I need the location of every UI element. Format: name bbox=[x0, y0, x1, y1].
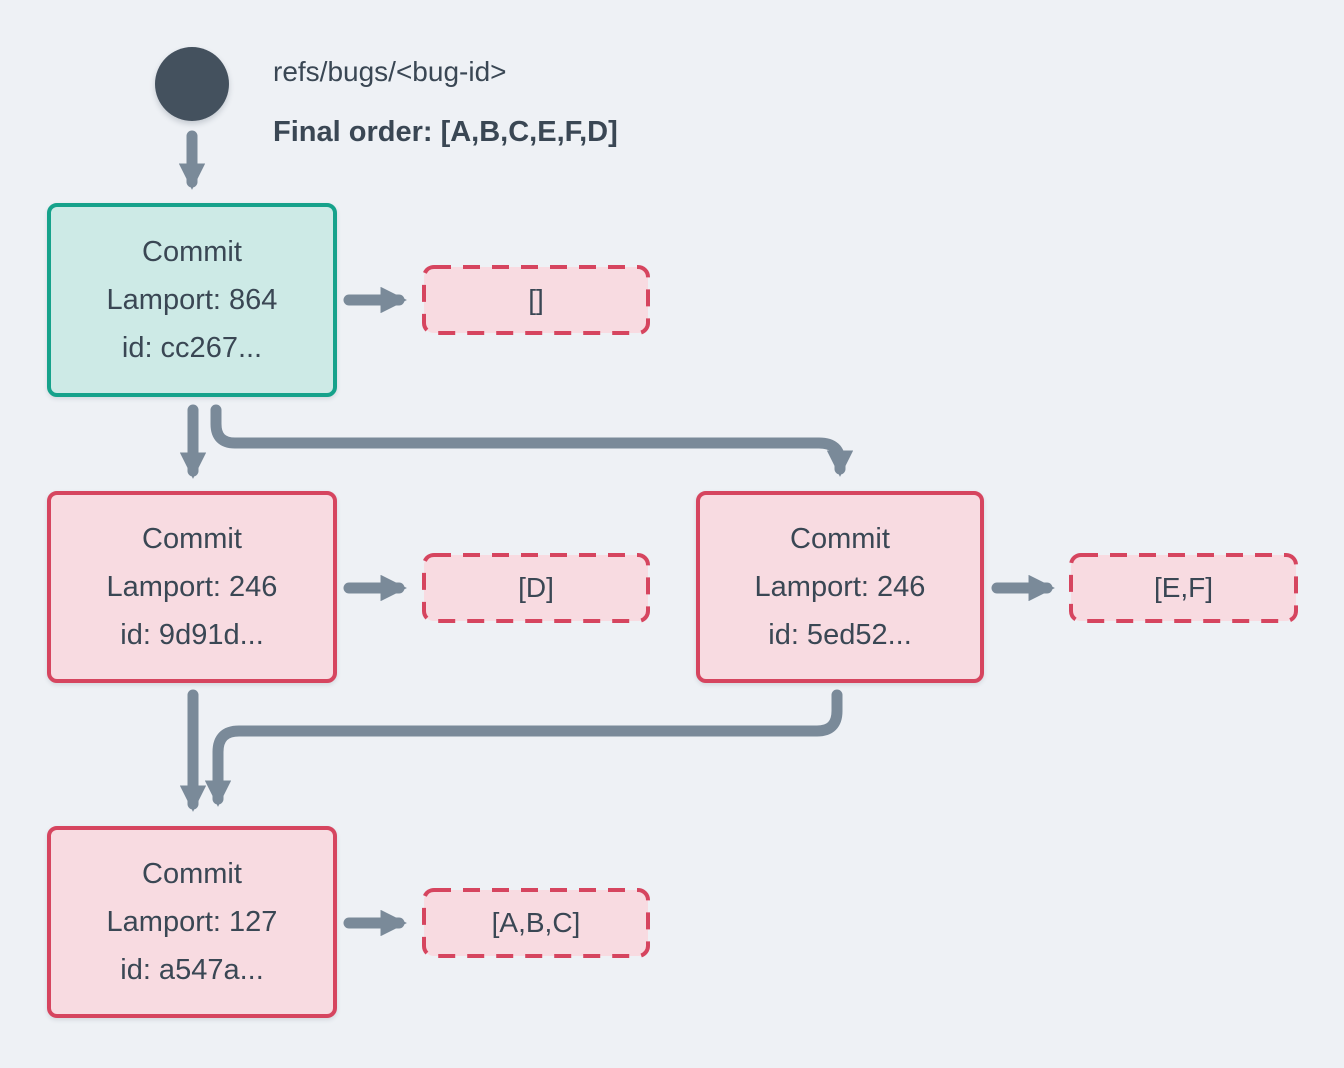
commit-id: id: 9d91d... bbox=[120, 619, 264, 651]
payload-box-border-abc bbox=[422, 888, 650, 958]
commit-node-left: Commit Lamport: 246 id: 9d91d... bbox=[47, 491, 337, 683]
branch-ref-dot-icon bbox=[155, 47, 229, 121]
arrow-head-to-right-commit bbox=[210, 404, 854, 477]
commit-id: id: a547a... bbox=[120, 954, 264, 986]
arrow-right-to-merge-commit bbox=[204, 689, 843, 807]
commit-id: id: cc267... bbox=[121, 332, 263, 364]
commit-node-right: Commit Lamport: 246 id: 5ed52... bbox=[696, 491, 984, 683]
commit-node-head: Commit Lamport: 864 id: cc267... bbox=[47, 203, 337, 397]
commit-title: Commit bbox=[790, 523, 890, 555]
payload-box-d: [D] bbox=[518, 572, 554, 603]
commit-lamport: Lamport: 246 bbox=[106, 571, 278, 603]
branch-ref-label: refs/bugs/<bug-id> bbox=[273, 56, 507, 87]
commit-title: Commit bbox=[142, 236, 242, 268]
commit-node-merge: Commit Lamport: 127 id: a547a... bbox=[47, 826, 337, 1018]
commit-title: Commit bbox=[142, 523, 242, 555]
payload-box-abc: [A,B,C] bbox=[491, 907, 581, 938]
payload-box-ef: [E,F] bbox=[1153, 572, 1214, 603]
payload-box-empty: [] bbox=[528, 284, 544, 315]
payload-box-border-empty bbox=[422, 265, 650, 335]
final-order-label: Final order: [A,B,C,E,F,D] bbox=[273, 116, 618, 148]
commit-lamport: Lamport: 246 bbox=[754, 571, 926, 603]
payload-box-border-d bbox=[422, 553, 650, 623]
commit-id: id: 5ed52... bbox=[768, 619, 912, 651]
commit-lamport: Lamport: 864 bbox=[106, 284, 278, 316]
commit-title: Commit bbox=[142, 858, 242, 890]
payload-box-border-ef bbox=[1069, 553, 1298, 623]
commit-lamport: Lamport: 127 bbox=[106, 906, 278, 938]
